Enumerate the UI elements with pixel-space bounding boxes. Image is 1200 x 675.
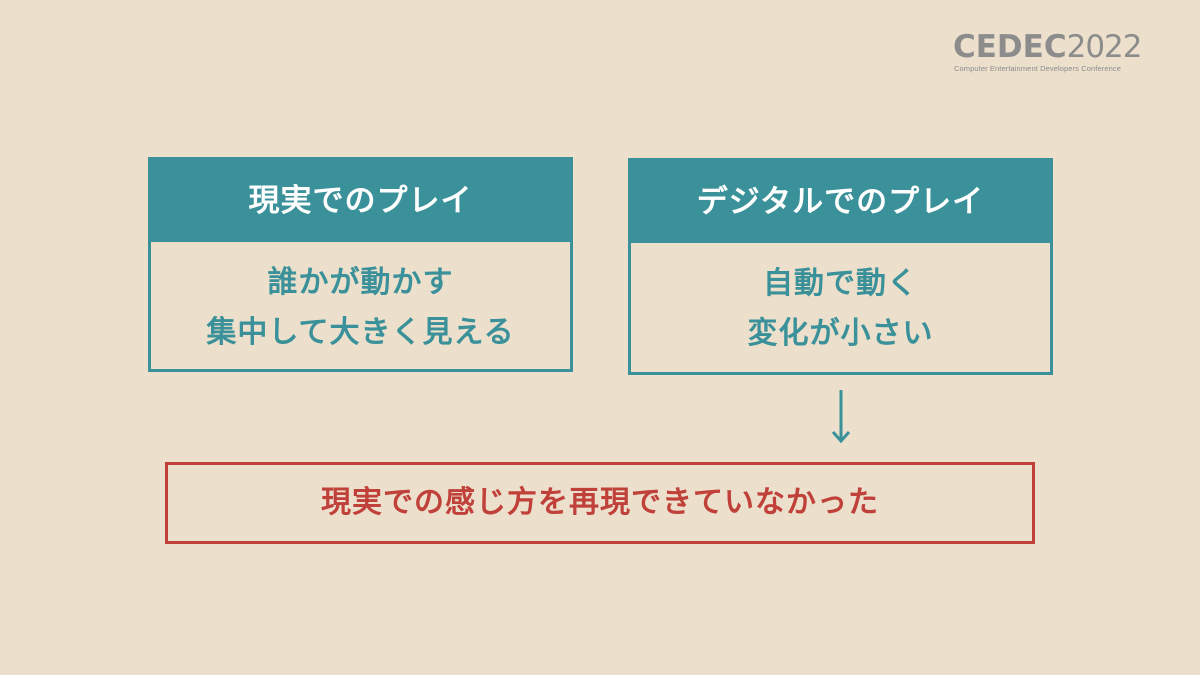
logo-subtitle: Computer Entertainment Developers Confer… bbox=[954, 64, 1121, 73]
logo-wordmark: CEDEC2022 bbox=[953, 30, 1143, 64]
logo-brand: CEDEC bbox=[953, 29, 1067, 65]
digital-play-title: デジタルでのプレイ bbox=[631, 161, 1050, 243]
digital-play-line-1: 自動で動く bbox=[763, 266, 918, 301]
digital-play-line-2: 変化が小さい bbox=[747, 316, 934, 351]
down-arrow-icon bbox=[831, 390, 851, 444]
real-play-title: 現実でのプレイ bbox=[151, 160, 570, 242]
real-play-line-2: 集中して大きく見える bbox=[206, 315, 515, 350]
real-play-box: 現実でのプレイ 誰かが動かす 集中して大きく見える bbox=[148, 157, 573, 372]
logo-year: 2022 bbox=[1066, 29, 1143, 65]
digital-play-box: デジタルでのプレイ 自動で動く 変化が小さい bbox=[628, 158, 1053, 375]
cedec-logo: CEDEC2022 Computer Entertainment Develop… bbox=[953, 30, 1143, 73]
real-play-line-1: 誰かが動かす bbox=[267, 265, 454, 300]
real-play-body: 誰かが動かす 集中して大きく見える bbox=[151, 242, 570, 358]
conclusion-box: 現実での感じ方を再現できていなかった bbox=[165, 462, 1035, 544]
digital-play-body: 自動で動く 変化が小さい bbox=[631, 243, 1050, 359]
